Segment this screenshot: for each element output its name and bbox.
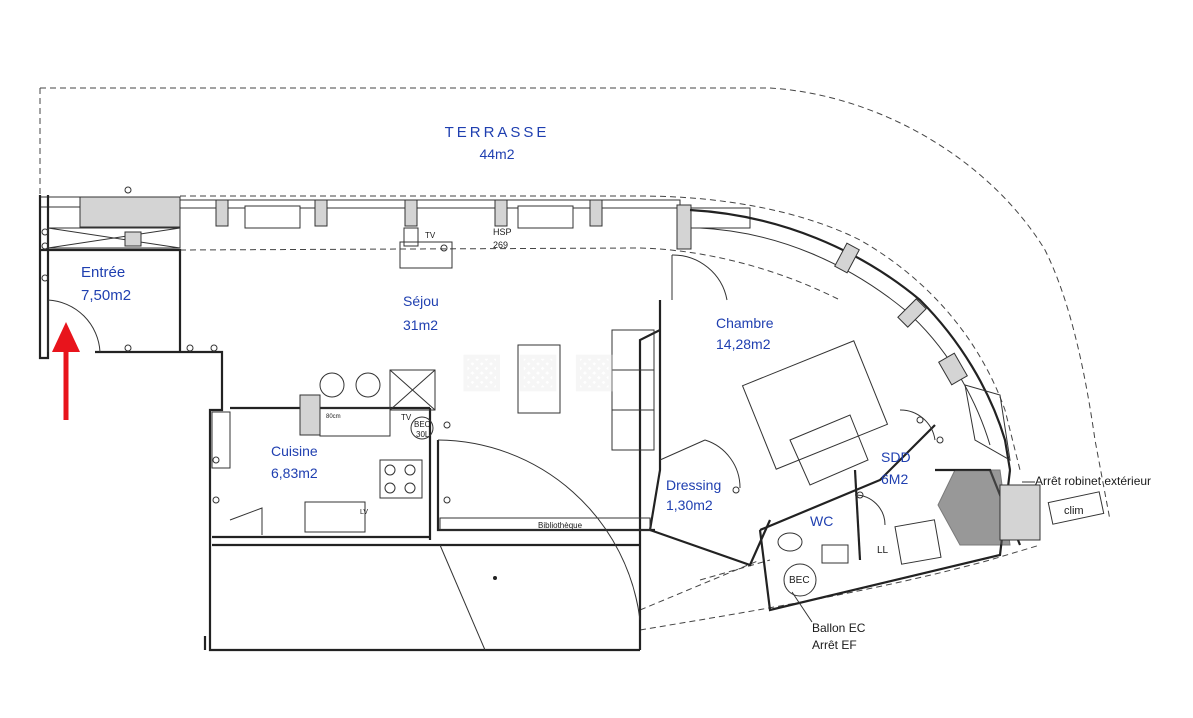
outdoor-box [999,484,1041,541]
terrasse-name: TERRASSE [445,124,550,141]
bec-kitchen-label: BEC [414,420,431,429]
hsp-value: 269 [493,240,508,250]
chambre-area: 14,28m2 [716,336,771,352]
lower-dashed-wall-2 [639,559,771,611]
tv-top-label: TV [425,231,436,240]
dressing-area: 1,30m2 [666,497,713,513]
room-label-terrasse: TERRASSE 44m2 [445,124,550,162]
interior-doors [659,254,936,526]
entry-storage [47,227,181,249]
ballon-ec-label: Ballon EC [812,621,866,635]
sdd-shower [894,384,1011,565]
sejour-furniture [399,227,655,651]
sdd-name: SDD [881,449,911,465]
entry-door-swing [47,299,101,353]
red-up-arrow-icon [52,322,80,420]
room-label-chambre: Chambre 14,28m2 [716,315,774,352]
clim-unit [1047,491,1105,525]
cuisine-area: 6,83m2 [271,465,318,481]
lv-label: LV [360,509,368,516]
dressing-name: Dressing [666,477,721,493]
terrace-inner-dashed [180,195,1021,471]
entree-area: 7,50m2 [81,287,131,304]
terrasse-area: 44m2 [479,146,514,162]
entree-name: Entrée [81,264,125,281]
sejour-name: Séjou [403,293,439,309]
room-label-cuisine: Cuisine 6,83m2 [271,443,318,481]
wc-fixtures [777,532,849,597]
wc-name: WC [810,513,833,529]
watermark: ▩ ▩ ▩ [460,343,616,395]
arret-robinet-label: Arrêt robinet extérieur [1035,474,1151,488]
bec-wc-label: BEC [789,575,810,586]
room-label-sejour: Séjou 31m2 [403,293,439,333]
electrical-outlets [41,186,944,504]
room-label-entree: Entrée 7,50m2 [81,264,131,304]
facade-windows [39,196,1012,471]
hsp-label: HSP [493,227,512,237]
sdd-area: 6M2 [881,471,908,487]
tv-kitchen-label: TV [401,413,412,422]
chambre-bed [741,340,889,486]
cuisine-name: Cuisine [271,443,318,459]
room-label-sdd: SDD 6M2 [881,449,911,487]
clim-label: clim [1064,505,1084,517]
chambre-name: Chambre [716,315,774,331]
bibliotheque-label: Bibliothèque [538,521,583,530]
room-label-dressing: Dressing 1,30m2 [666,477,721,513]
ll-label: LL [877,545,889,556]
walls [38,195,1022,652]
stove-label: 80cm [326,414,341,420]
bec-kitchen-circle [410,416,434,440]
arret-ef-label: Arrêt EF [812,638,857,652]
lower-dashed-wall [639,544,1041,631]
sejour-area: 31m2 [403,317,438,333]
kitchen-furniture [211,369,436,535]
ballon-leader [791,591,813,623]
bec-kitchen-volume: 30L [416,430,430,439]
terrace-outline [39,87,1111,521]
